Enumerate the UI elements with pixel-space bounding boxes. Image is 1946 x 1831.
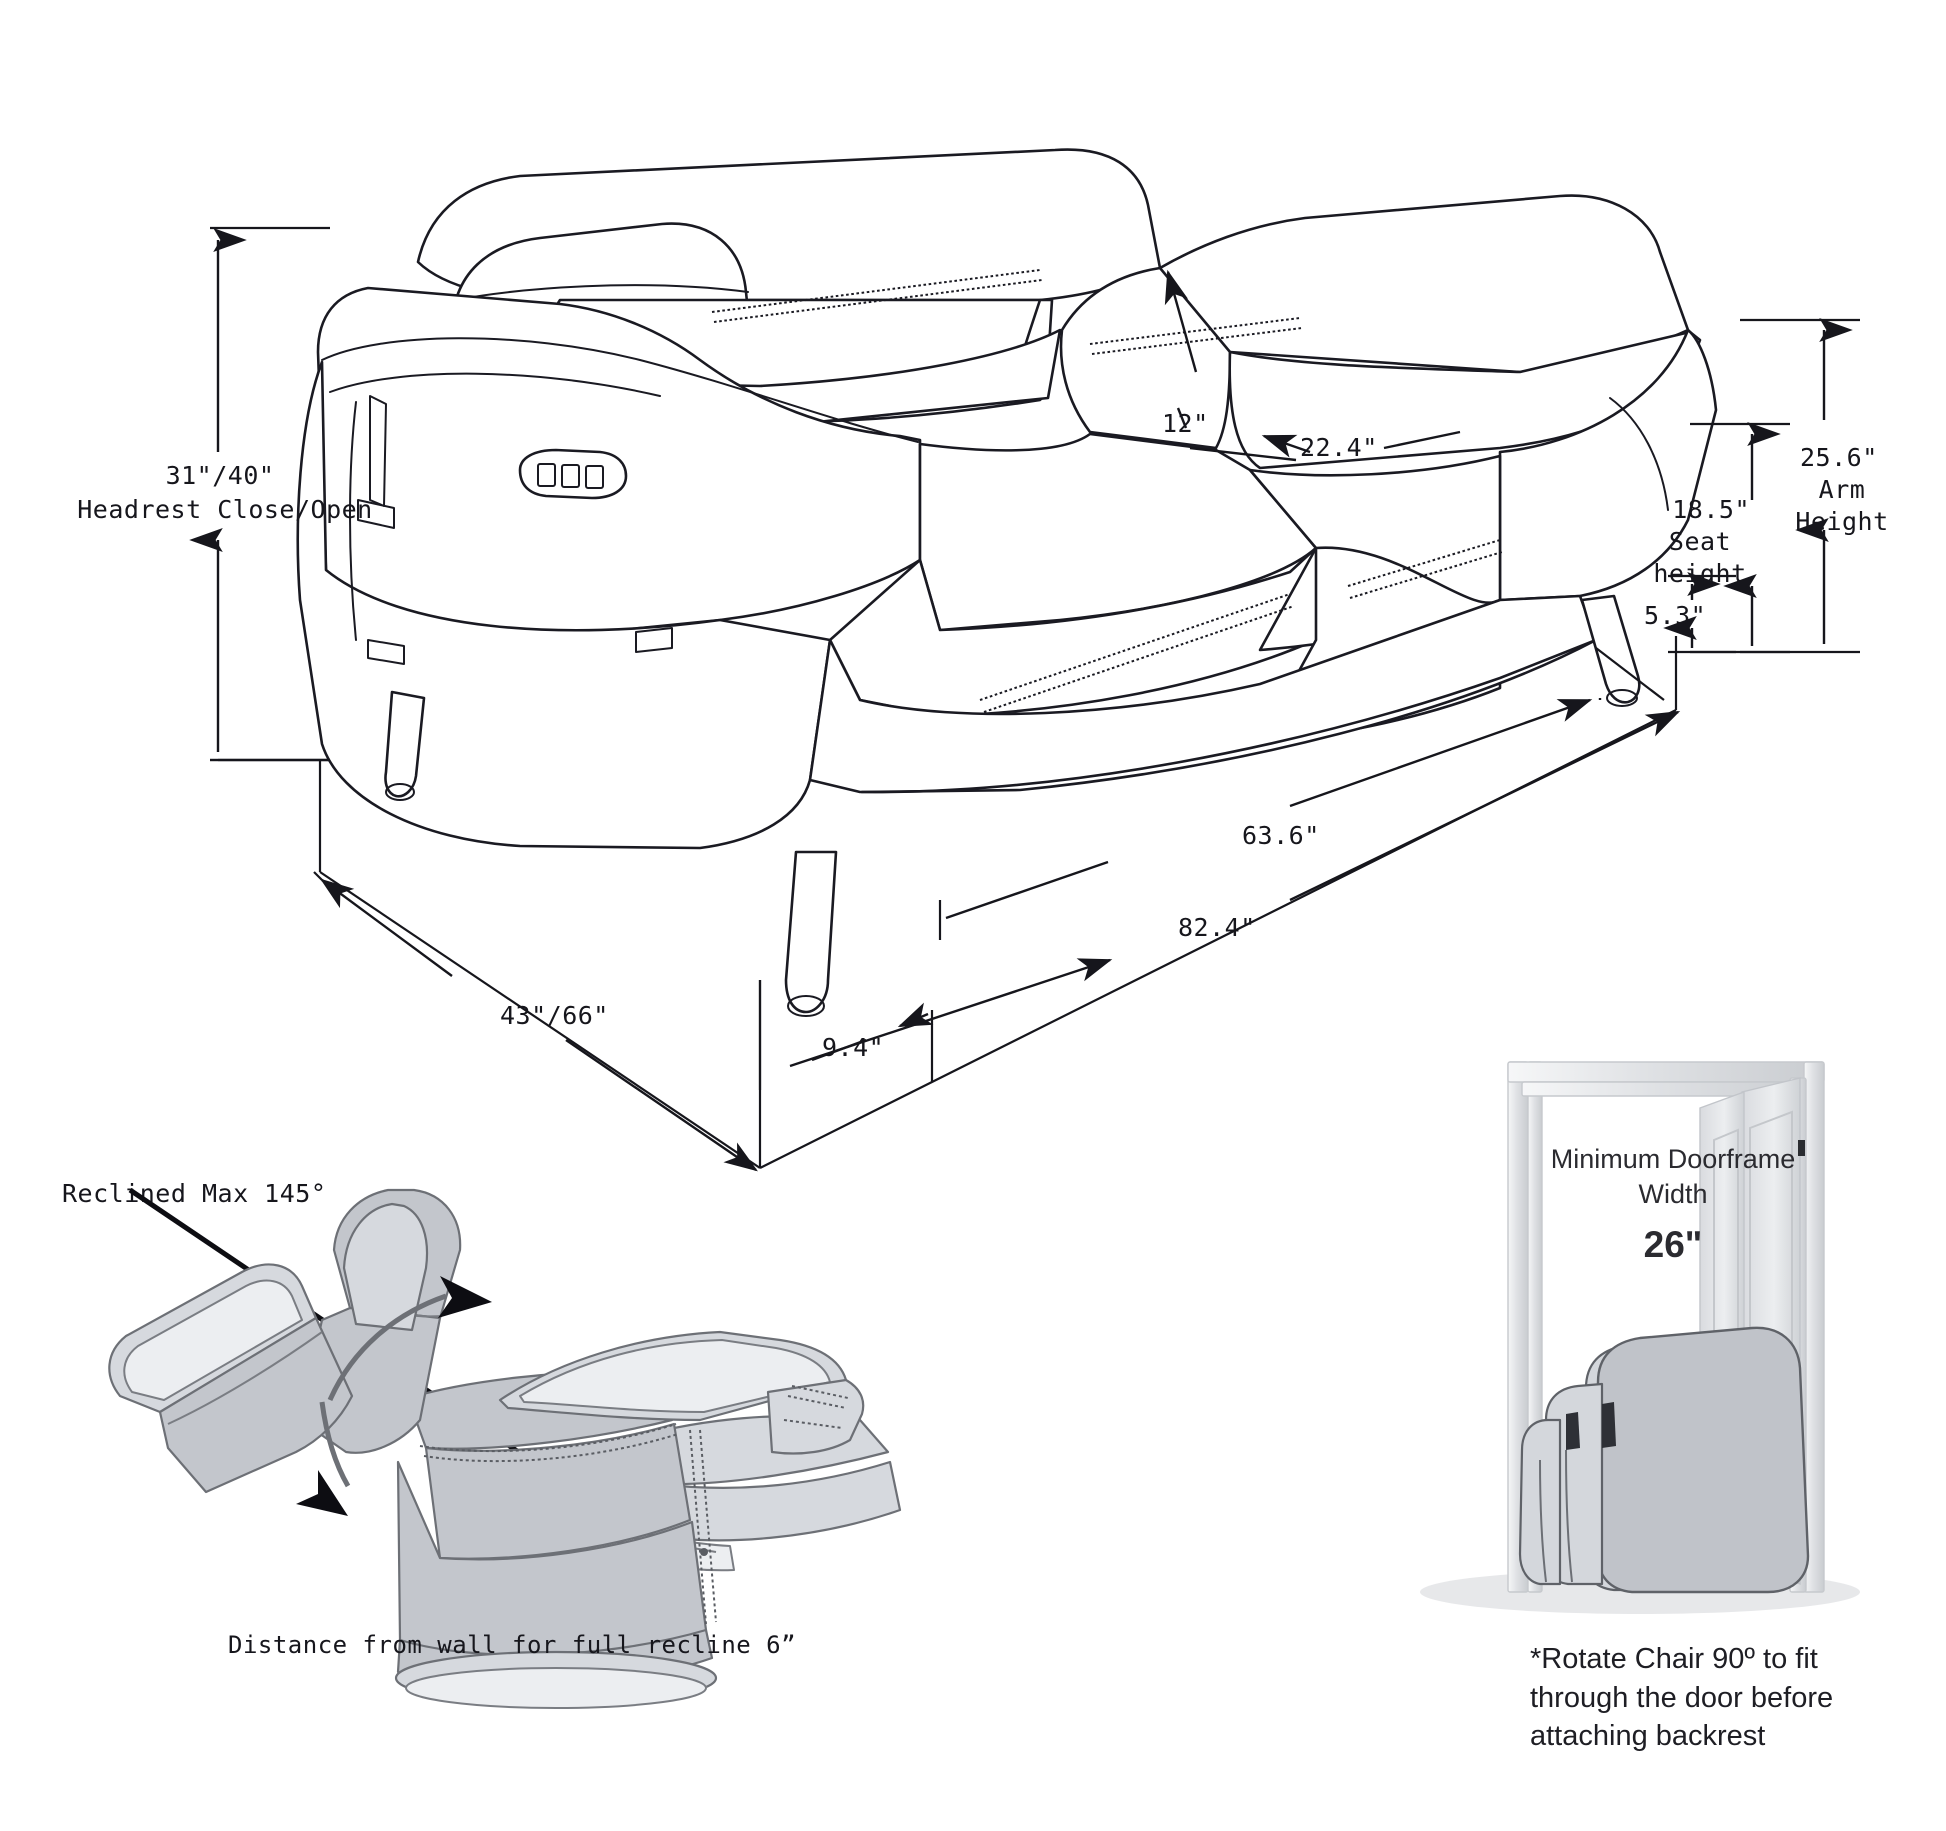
arm-height-value: 25.6": [1800, 443, 1878, 472]
depth-value: 43"/66": [500, 1001, 609, 1030]
doorframe-title: Minimum Doorframe Width: [1550, 1144, 1796, 1210]
rotate-chair-note: *Rotate Chair 90º to fit through the doo…: [1530, 1643, 1834, 1753]
headrest-height-value: 31"/40": [165, 461, 275, 490]
headrest-height-label: Headrest Close/Open: [77, 495, 373, 524]
recline-angle-label: Reclined Max 145°: [62, 1179, 327, 1208]
recline-distance-caption: Distance from wall for full recline 6”: [228, 1631, 797, 1659]
overall-width-value: 82.4": [1178, 913, 1256, 942]
doorframe-width-value: 26": [1643, 1224, 1703, 1265]
arm-width-value: 9.4": [822, 1033, 885, 1062]
seat-width-value: 63.6": [1242, 821, 1320, 850]
seat-height-label: Seat height: [1653, 527, 1747, 588]
seat-height-value: 18.5": [1672, 495, 1750, 524]
seat-depth-value: 22.4": [1300, 433, 1378, 462]
back-cushion-depth-value: 12": [1162, 409, 1209, 438]
arm-height-label: Arm Height: [1795, 475, 1889, 536]
leg-height-value: 5.3": [1644, 601, 1707, 630]
